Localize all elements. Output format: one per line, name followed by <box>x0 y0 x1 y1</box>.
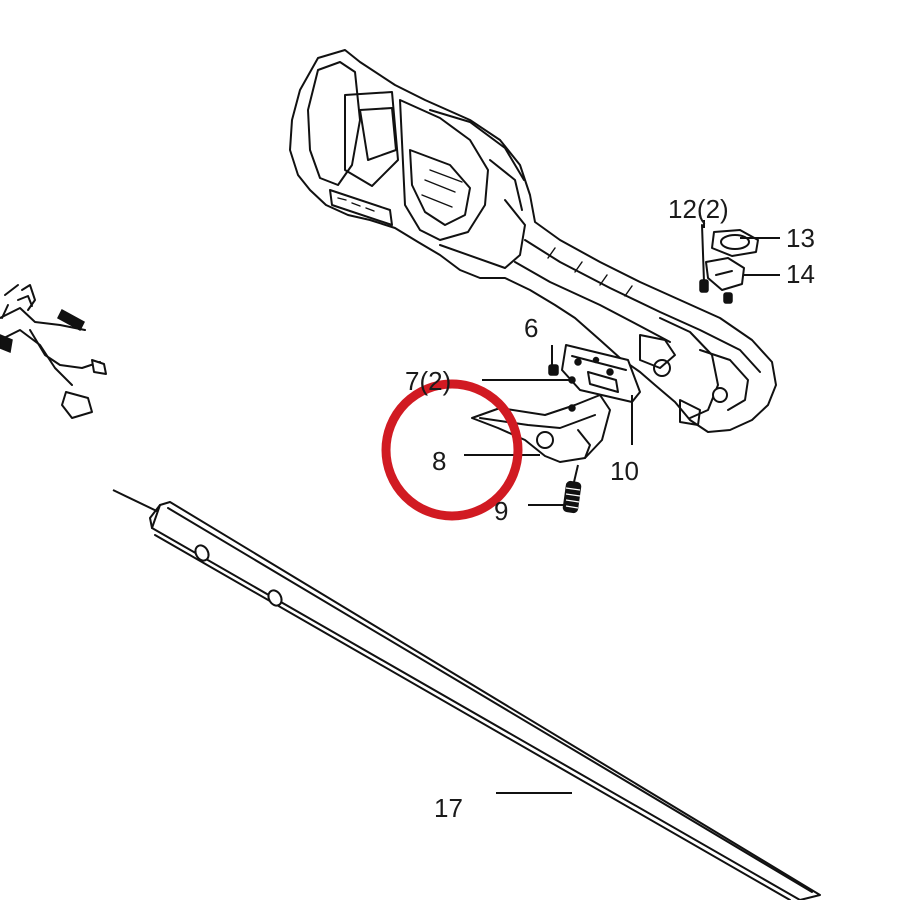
highlight-circle <box>381 379 523 521</box>
part-label-9: 9 <box>494 496 508 526</box>
part-label-14: 14 <box>786 259 815 289</box>
button-icon <box>705 257 745 291</box>
part-label-10: 10 <box>610 456 639 486</box>
part-label-13: 13 <box>786 223 815 253</box>
part-label-12: 12(2) <box>668 194 729 224</box>
screw-icon <box>548 364 559 376</box>
wiring-harness-icon <box>0 284 107 419</box>
housing-icon <box>289 49 777 433</box>
trigger-icon <box>471 394 611 463</box>
screw-icon <box>699 224 733 304</box>
part-label-6: 6 <box>524 313 538 343</box>
part-label-7: 7(2) <box>405 366 451 396</box>
part-label-17: 17 <box>434 793 463 823</box>
shaft-tube-icon <box>112 489 821 900</box>
screw-icon <box>568 376 576 384</box>
spring-icon <box>562 464 582 514</box>
switch-icon <box>561 344 641 403</box>
part-label-8: 8 <box>432 446 446 476</box>
button-icon <box>711 229 759 257</box>
